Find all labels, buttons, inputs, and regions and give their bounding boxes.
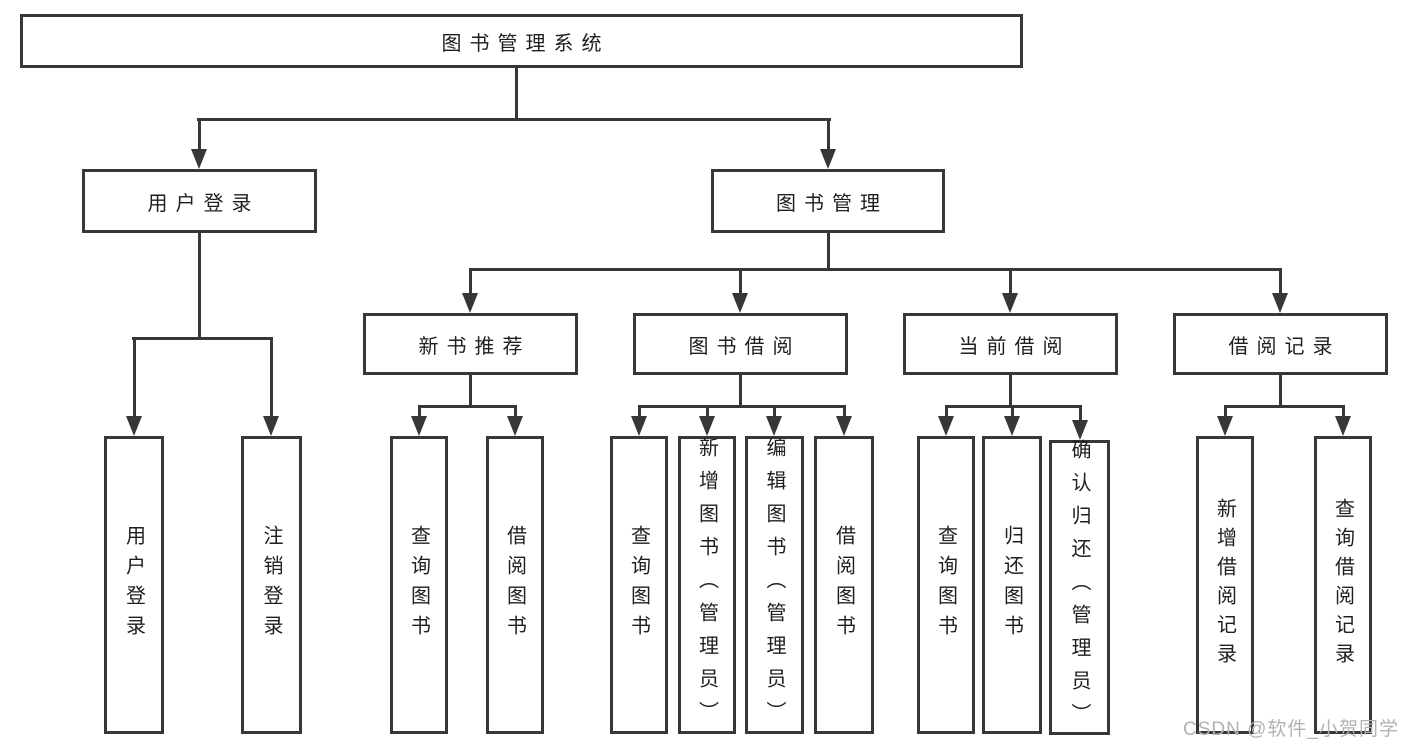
node-label: 图书管理 xyxy=(776,192,888,215)
down-arrowhead xyxy=(1002,293,1018,313)
leaf-user-login: 用户登录 xyxy=(104,436,164,734)
connector-arm-leaf xyxy=(706,405,709,418)
connector-arm-level3 xyxy=(739,268,742,295)
node-label: 查询图书 xyxy=(934,525,957,645)
node-label: 图书借阅 xyxy=(688,335,801,358)
node-label: 图书管理系统 xyxy=(441,32,610,55)
node-book-borrowing: 图书借阅 xyxy=(633,313,848,375)
leaf-query-books-current: 查询图书 xyxy=(917,436,975,734)
connector-arm-leaf xyxy=(843,405,846,418)
leaf-query-books-borrow: 查询图书 xyxy=(610,436,668,734)
down-arrowhead xyxy=(938,416,954,436)
node-label: 查询图书 xyxy=(627,525,650,645)
leaf-confirm-return-admin: 确认归还（管理员） xyxy=(1049,439,1110,736)
connector-arm-leaf xyxy=(514,405,517,418)
connector-arm-leaf xyxy=(133,337,136,418)
node-label: 新增借阅记录 xyxy=(1213,498,1236,672)
down-arrowhead xyxy=(1072,420,1088,440)
node-label: 当前借阅 xyxy=(958,335,1071,358)
leaf-edit-books-admin: 编辑图书（管理员） xyxy=(745,436,804,734)
csdn-watermark: CSDN @软件_小贺同学 xyxy=(1183,719,1399,740)
down-arrowhead xyxy=(1217,416,1233,436)
down-arrowhead xyxy=(411,416,427,436)
down-arrowhead xyxy=(820,149,836,169)
connector-book-borrow-stem xyxy=(739,375,742,408)
node-root: 图书管理系统 xyxy=(20,14,1023,68)
leaf-query-borrow-record: 查询借阅记录 xyxy=(1314,436,1372,734)
node-label: 新增图书（管理员） xyxy=(695,436,718,734)
connector-arm-leaf xyxy=(1011,405,1014,418)
connector-new-book-stem xyxy=(469,375,472,408)
node-borrowing-records: 借阅记录 xyxy=(1173,313,1388,375)
down-arrowhead xyxy=(1272,293,1288,313)
connector-arm-leaf xyxy=(638,405,641,418)
down-arrowhead xyxy=(126,416,142,436)
node-label: 查询借阅记录 xyxy=(1331,498,1354,672)
down-arrowhead xyxy=(631,416,647,436)
node-label: 借阅图书 xyxy=(832,525,855,645)
down-arrowhead xyxy=(191,149,207,169)
connector-arm-leaf xyxy=(418,405,421,418)
connector-arm-level3 xyxy=(1009,268,1012,295)
leaf-add-borrow-record: 新增借阅记录 xyxy=(1196,436,1254,734)
node-label: 新书推荐 xyxy=(418,335,531,358)
connector-root-stem xyxy=(515,68,518,120)
down-arrowhead xyxy=(1004,416,1020,436)
node-label: 注销登录 xyxy=(260,525,282,645)
node-user-login: 用户登录 xyxy=(82,169,317,233)
connector-user-login-bar xyxy=(132,337,273,340)
node-label: 借阅图书 xyxy=(503,525,526,645)
connector-arm-leaf xyxy=(1342,405,1345,418)
node-label: 归还图书 xyxy=(1000,525,1023,645)
connector-current-borrow-stem xyxy=(1009,375,1012,408)
connector-book-management-stem xyxy=(827,233,830,271)
leaf-add-books-admin: 新增图书（管理员） xyxy=(678,436,736,734)
node-current-borrowing: 当前借阅 xyxy=(903,313,1118,375)
connector-arm-level3 xyxy=(1279,268,1282,295)
node-label: 确认归还（管理员） xyxy=(1068,439,1090,736)
leaf-query-books-recommend: 查询图书 xyxy=(390,436,448,734)
connector-arm-leaf xyxy=(1224,405,1227,418)
connector-arm-user-login xyxy=(198,118,201,151)
connector-book-borrow-bar xyxy=(638,405,845,408)
connector-level2-bar xyxy=(197,118,831,121)
node-new-book-recommendation: 新书推荐 xyxy=(363,313,578,375)
down-arrowhead xyxy=(1335,416,1351,436)
leaf-borrow-books-recommend: 借阅图书 xyxy=(486,436,544,734)
down-arrowhead xyxy=(507,416,523,436)
connector-level3-bar xyxy=(469,268,1282,271)
connector-arm-leaf xyxy=(270,337,273,418)
down-arrowhead xyxy=(766,416,782,436)
node-label: 借阅记录 xyxy=(1228,335,1341,358)
down-arrowhead xyxy=(732,293,748,313)
connector-user-login-stem xyxy=(198,233,201,340)
node-book-management: 图书管理 xyxy=(711,169,945,233)
connector-borrow-records-bar xyxy=(1224,405,1345,408)
connector-arm-leaf xyxy=(1079,405,1082,422)
node-label: 用户登录 xyxy=(122,525,145,645)
leaf-borrow-books: 借阅图书 xyxy=(814,436,874,734)
down-arrowhead xyxy=(462,293,478,313)
connector-arm-leaf xyxy=(773,405,776,418)
node-label: 查询图书 xyxy=(407,525,430,645)
down-arrowhead xyxy=(699,416,715,436)
leaf-logout-login: 注销登录 xyxy=(241,436,302,734)
down-arrowhead xyxy=(263,416,279,436)
connector-borrow-records-stem xyxy=(1279,375,1282,408)
connector-arm-level3 xyxy=(469,268,472,295)
down-arrowhead xyxy=(836,416,852,436)
leaf-return-books: 归还图书 xyxy=(982,436,1042,734)
node-label: 编辑图书（管理员） xyxy=(763,436,785,734)
connector-arm-leaf xyxy=(945,405,948,418)
connector-arm-book-management xyxy=(827,118,830,151)
connector-new-book-bar xyxy=(418,405,517,408)
node-label: 用户登录 xyxy=(147,192,260,215)
